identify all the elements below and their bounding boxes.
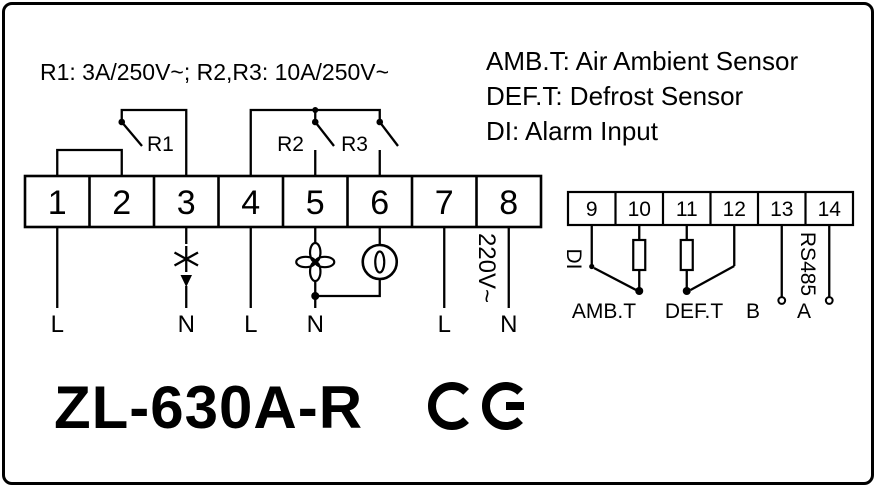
def-sensor-element	[679, 238, 694, 272]
defrost-heater-icon	[173, 246, 199, 272]
sensor-terminal-block: 9 10 11 12 13 14	[566, 190, 855, 227]
terminal-5: 5	[306, 184, 325, 222]
amb-sensor-element	[632, 238, 647, 272]
terminal-14: 14	[818, 198, 842, 221]
r1-common-jumper-wire	[56, 148, 123, 176]
terminal-9: 9	[586, 198, 598, 221]
terminal-10: 10	[628, 198, 651, 221]
ce-mark	[428, 382, 524, 430]
down-arrow	[180, 275, 192, 287]
feed-junction-dot	[312, 107, 319, 113]
model-number: ZL-630A-R	[54, 374, 363, 441]
label-L2: L	[244, 311, 257, 338]
relay-r1-label: R1	[147, 133, 174, 156]
label-N3: N	[500, 311, 517, 338]
terminal-8: 8	[499, 184, 518, 222]
power-terminal-block: 1 2 3 4 5 6 7 8	[23, 174, 543, 229]
r1-pivot-dot	[118, 118, 126, 126]
compressor-icon	[361, 243, 399, 281]
label-N2: N	[307, 311, 324, 338]
terminal-2: 2	[112, 184, 131, 222]
load-wiring	[56, 227, 510, 308]
label-N1: N	[178, 311, 195, 338]
terminal-7: 7	[435, 184, 454, 222]
di-pivot-dot	[589, 263, 595, 270]
fan-blade	[314, 255, 336, 269]
sensor-wiring	[589, 225, 834, 305]
relay-ratings-note: R1: 3A/250V~; R2,R3: 10A/250V~	[40, 59, 389, 85]
terminal-4: 4	[241, 184, 260, 222]
terminal-13: 13	[770, 198, 793, 221]
rs485-a-terminal-circle	[824, 296, 834, 305]
relay-r2-label: R2	[277, 133, 304, 156]
legend: AMB.T: Air Ambient Sensor DEF.T: Defrost…	[486, 46, 798, 146]
legend-def: DEF.T: Defrost Sensor	[486, 81, 744, 111]
label-a: A	[797, 300, 811, 323]
compressor-wire-bottom	[315, 279, 381, 298]
amb-sensor-node-dot	[635, 287, 644, 295]
rs485-b-terminal-circle	[777, 296, 787, 305]
label-supply-voltage: 220V~	[473, 233, 500, 303]
relay-r2-r3-circuit: R2 R3	[249, 107, 399, 176]
ce-letter-c	[428, 382, 469, 430]
label-di: DI	[562, 249, 585, 270]
compressor-body	[361, 243, 399, 281]
r2-switch-arm	[314, 121, 335, 147]
terminal-1: 1	[48, 184, 67, 222]
relay-r3-label: R3	[341, 133, 368, 156]
label-L3: L	[438, 311, 451, 338]
label-amb-t: AMB.T	[572, 300, 636, 323]
def-return-slant	[689, 264, 735, 292]
terminal-3: 3	[177, 184, 196, 222]
terminal-12: 12	[723, 198, 746, 221]
def-sensor-node-dot	[682, 287, 691, 295]
relay-r1-circuit: R1	[56, 108, 188, 176]
label-b: B	[746, 300, 760, 323]
label-def-t: DEF.T	[665, 300, 724, 323]
terminal-6: 6	[370, 184, 389, 222]
ce-letter-e-arc	[482, 382, 523, 430]
compressor-core	[374, 250, 386, 274]
legend-amb: AMB.T: Air Ambient Sensor	[486, 46, 798, 76]
io-labels: DI AMB.T DEF.T B RS485 A	[562, 232, 819, 323]
label-L1: L	[51, 311, 64, 338]
label-rs485: RS485	[796, 232, 819, 296]
terminal-11: 11	[676, 198, 698, 221]
r1-switch-arm	[120, 121, 143, 147]
r3-switch-arm	[378, 121, 399, 147]
snowflake-spoke	[173, 251, 199, 267]
di-switch-arm	[593, 266, 638, 292]
legend-di: DI: Alarm Input	[486, 116, 659, 146]
wire-labels: L N L N L 220V~ N	[51, 233, 518, 338]
fan-icon	[295, 241, 336, 283]
r1-output-wire	[120, 108, 188, 176]
